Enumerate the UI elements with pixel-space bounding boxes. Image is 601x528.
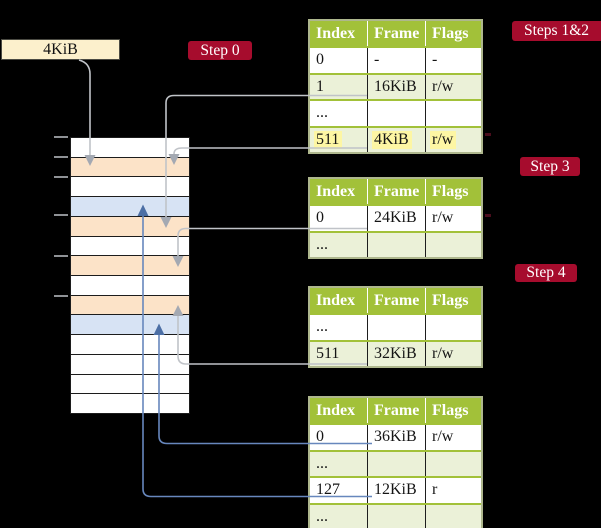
table-cell: r/w	[425, 127, 481, 152]
table-cell: ...	[316, 454, 328, 472]
highlighted-value: 511	[314, 130, 343, 149]
table-cell: 127	[316, 481, 340, 498]
memory-cell-1-white	[71, 138, 189, 157]
table-cell: 0	[316, 209, 324, 226]
table-cell: 511	[316, 344, 340, 362]
table-cell	[367, 504, 425, 528]
table-header-cell: Flags	[425, 288, 481, 313]
row-marker	[485, 214, 491, 217]
table-cell	[367, 451, 425, 476]
table-header-cell: Index	[316, 25, 356, 42]
table-cell	[425, 101, 481, 126]
table-header-cell: Frame	[367, 288, 425, 313]
table-cell: 24KiB	[367, 206, 425, 231]
table-header-cell: Index	[316, 183, 356, 200]
table-cell: 16KiB	[367, 74, 425, 99]
table-cell: r	[425, 478, 481, 503]
table-row: ...	[310, 313, 481, 340]
memory-cell-12-white	[71, 353, 189, 374]
memory-cell-3-white	[71, 176, 189, 197]
table-header-cell: Index	[316, 292, 356, 309]
table-cell: ...	[316, 104, 328, 121]
table-row: 0 --	[310, 46, 481, 73]
memory-cell-11-white	[71, 334, 189, 354]
memory-tick	[54, 175, 68, 178]
memory-tick	[54, 136, 68, 138]
table-header-cell: Frame	[367, 21, 425, 46]
highlighted-value: 4KiB	[372, 130, 412, 149]
table-cell	[367, 101, 425, 126]
table-header-cell: Flags	[425, 21, 481, 46]
highlighted-value: r/w	[430, 130, 457, 149]
table-cell: 0	[316, 51, 324, 68]
table-header-cell: Frame	[367, 398, 425, 423]
step-4-badge: Step 4	[515, 264, 577, 282]
table-cell: -	[425, 48, 481, 73]
table-header-cell: Flags	[425, 179, 481, 204]
frame-size-label: 4KiB	[1, 39, 120, 60]
table-cell	[425, 315, 481, 340]
table-cell: 1	[316, 77, 324, 95]
table-cell: r/w	[425, 206, 481, 231]
table-cell	[367, 232, 425, 257]
table-cell: 32KiB	[367, 341, 425, 366]
memory-tick	[54, 255, 68, 257]
memory-tick	[54, 214, 68, 216]
memory-cell-10-blue	[71, 314, 189, 335]
memory-cell-8-white	[71, 275, 189, 295]
table-header-cell: Frame	[367, 179, 425, 204]
memory-cell-5-orange	[71, 215, 189, 236]
table-cell: ...	[316, 235, 328, 253]
memory-cell-6-white	[71, 235, 189, 256]
steps-1-2-badge: Steps 1&2	[512, 21, 601, 41]
table-cell: ...	[316, 318, 328, 335]
table-row: ...	[310, 99, 481, 126]
table-row: ...	[310, 502, 481, 528]
table-row: 511 4KiB r/w	[310, 125, 481, 153]
table-cell: r/w	[425, 341, 481, 366]
table-cell: 36KiB	[367, 425, 425, 450]
table-cell: 0	[316, 428, 324, 445]
memory-cell-9-orange	[71, 294, 189, 315]
step-0-badge: Step 0	[188, 41, 252, 60]
table-row: ...	[310, 449, 481, 476]
table-cell	[425, 451, 481, 476]
table-cell: ...	[316, 507, 328, 525]
step-3-badge: Step 3	[520, 157, 580, 176]
table-cell	[425, 504, 481, 528]
table-cell: 12KiB	[367, 478, 425, 503]
memory-tick	[54, 156, 68, 158]
memory-tick	[54, 294, 68, 297]
table-cell	[425, 232, 481, 257]
memory-cell-4-blue	[71, 196, 189, 216]
table-cell: r/w	[425, 425, 481, 450]
table-cell: -	[367, 48, 425, 73]
table-cell: r/w	[425, 74, 481, 99]
table-row: ...	[310, 230, 481, 257]
memory-cell-13-white	[71, 373, 189, 394]
physical-memory-stack	[70, 137, 190, 414]
table-header-cell: Flags	[425, 398, 481, 423]
table-header-cell: Index	[316, 402, 356, 419]
memory-cell-2-orange	[71, 156, 189, 177]
memory-cell-14-white	[71, 393, 189, 414]
row-marker	[485, 133, 491, 136]
table-cell: 4KiB	[367, 127, 425, 152]
table-cell	[367, 315, 425, 340]
table-cell: 511	[310, 128, 367, 153]
memory-cell-7-orange	[71, 255, 189, 276]
